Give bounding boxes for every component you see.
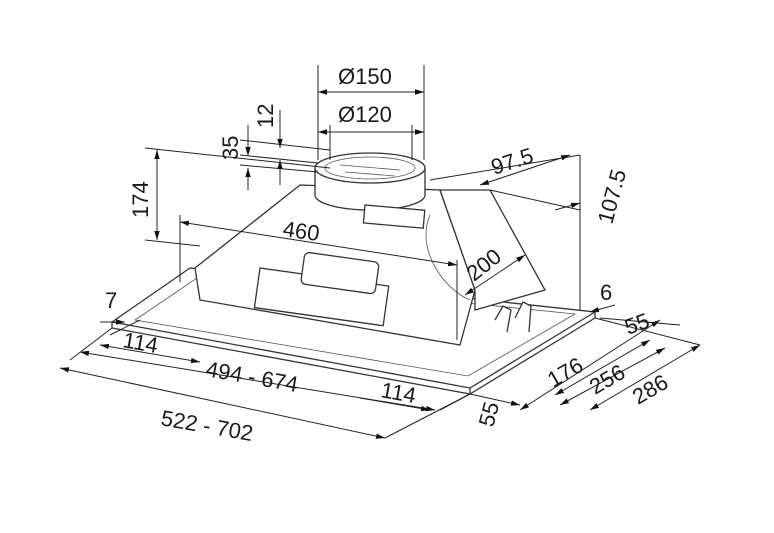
label-outlet-height: 35 — [218, 136, 243, 160]
label-outlet-offset: 97.5 — [488, 143, 536, 180]
label-cutout-width: 494 - 674 — [204, 356, 300, 397]
label-collar-height: 12 — [253, 104, 278, 128]
label-outlet-offset-total: 107.5 — [593, 167, 631, 227]
label-body-width: 460 — [281, 216, 321, 246]
label-outlet-inner: Ø120 — [338, 102, 392, 127]
label-total-width: 522 - 702 — [159, 405, 255, 446]
label-depth-offset: 55 — [621, 308, 653, 340]
label-left-offset: 114 — [121, 327, 160, 358]
label-front-offset: 55 — [474, 399, 504, 429]
label-right-offset: 114 — [379, 377, 418, 408]
label-total-depth: 286 — [628, 369, 672, 409]
label-flange-left: 7 — [105, 288, 117, 313]
label-flange-right: 6 — [600, 280, 612, 305]
label-depth-inner: 176 — [543, 352, 587, 392]
dimension-lines — [59, 65, 701, 439]
label-body-height: 174 — [128, 181, 153, 218]
label-cutout-depth: 256 — [585, 359, 629, 399]
label-outlet-outer: Ø150 — [338, 64, 392, 89]
